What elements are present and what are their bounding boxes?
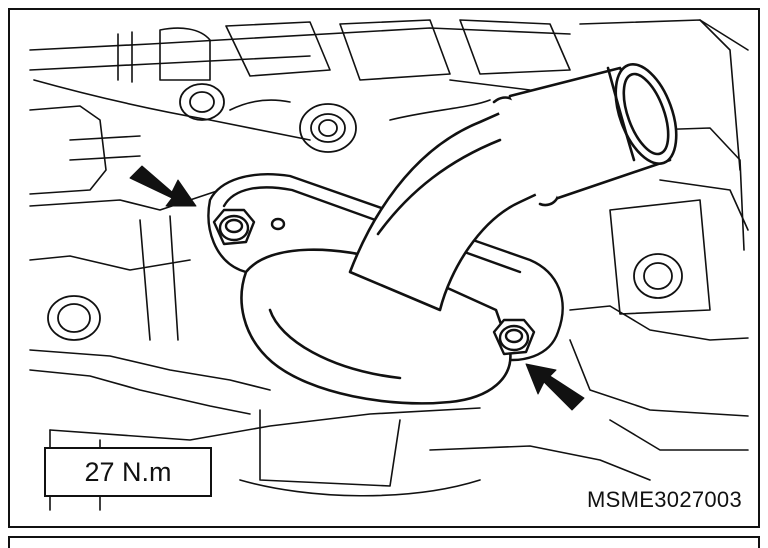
bolt-left xyxy=(212,208,286,246)
arrow-right xyxy=(525,363,585,411)
next-figure-edge xyxy=(8,536,760,548)
torque-spec-label: 27 N.m xyxy=(44,447,212,497)
illustration-frame: 27 N.m MSME3027003 xyxy=(8,8,760,528)
bolt-right xyxy=(492,318,536,356)
figure-code: MSME3027003 xyxy=(587,487,742,512)
outlet-pipe xyxy=(348,63,678,312)
arrow-left xyxy=(129,165,197,207)
block-bosses xyxy=(47,83,683,341)
thermostat-housing-drawing xyxy=(29,19,749,511)
torque-value: 27 N.m xyxy=(84,456,172,487)
